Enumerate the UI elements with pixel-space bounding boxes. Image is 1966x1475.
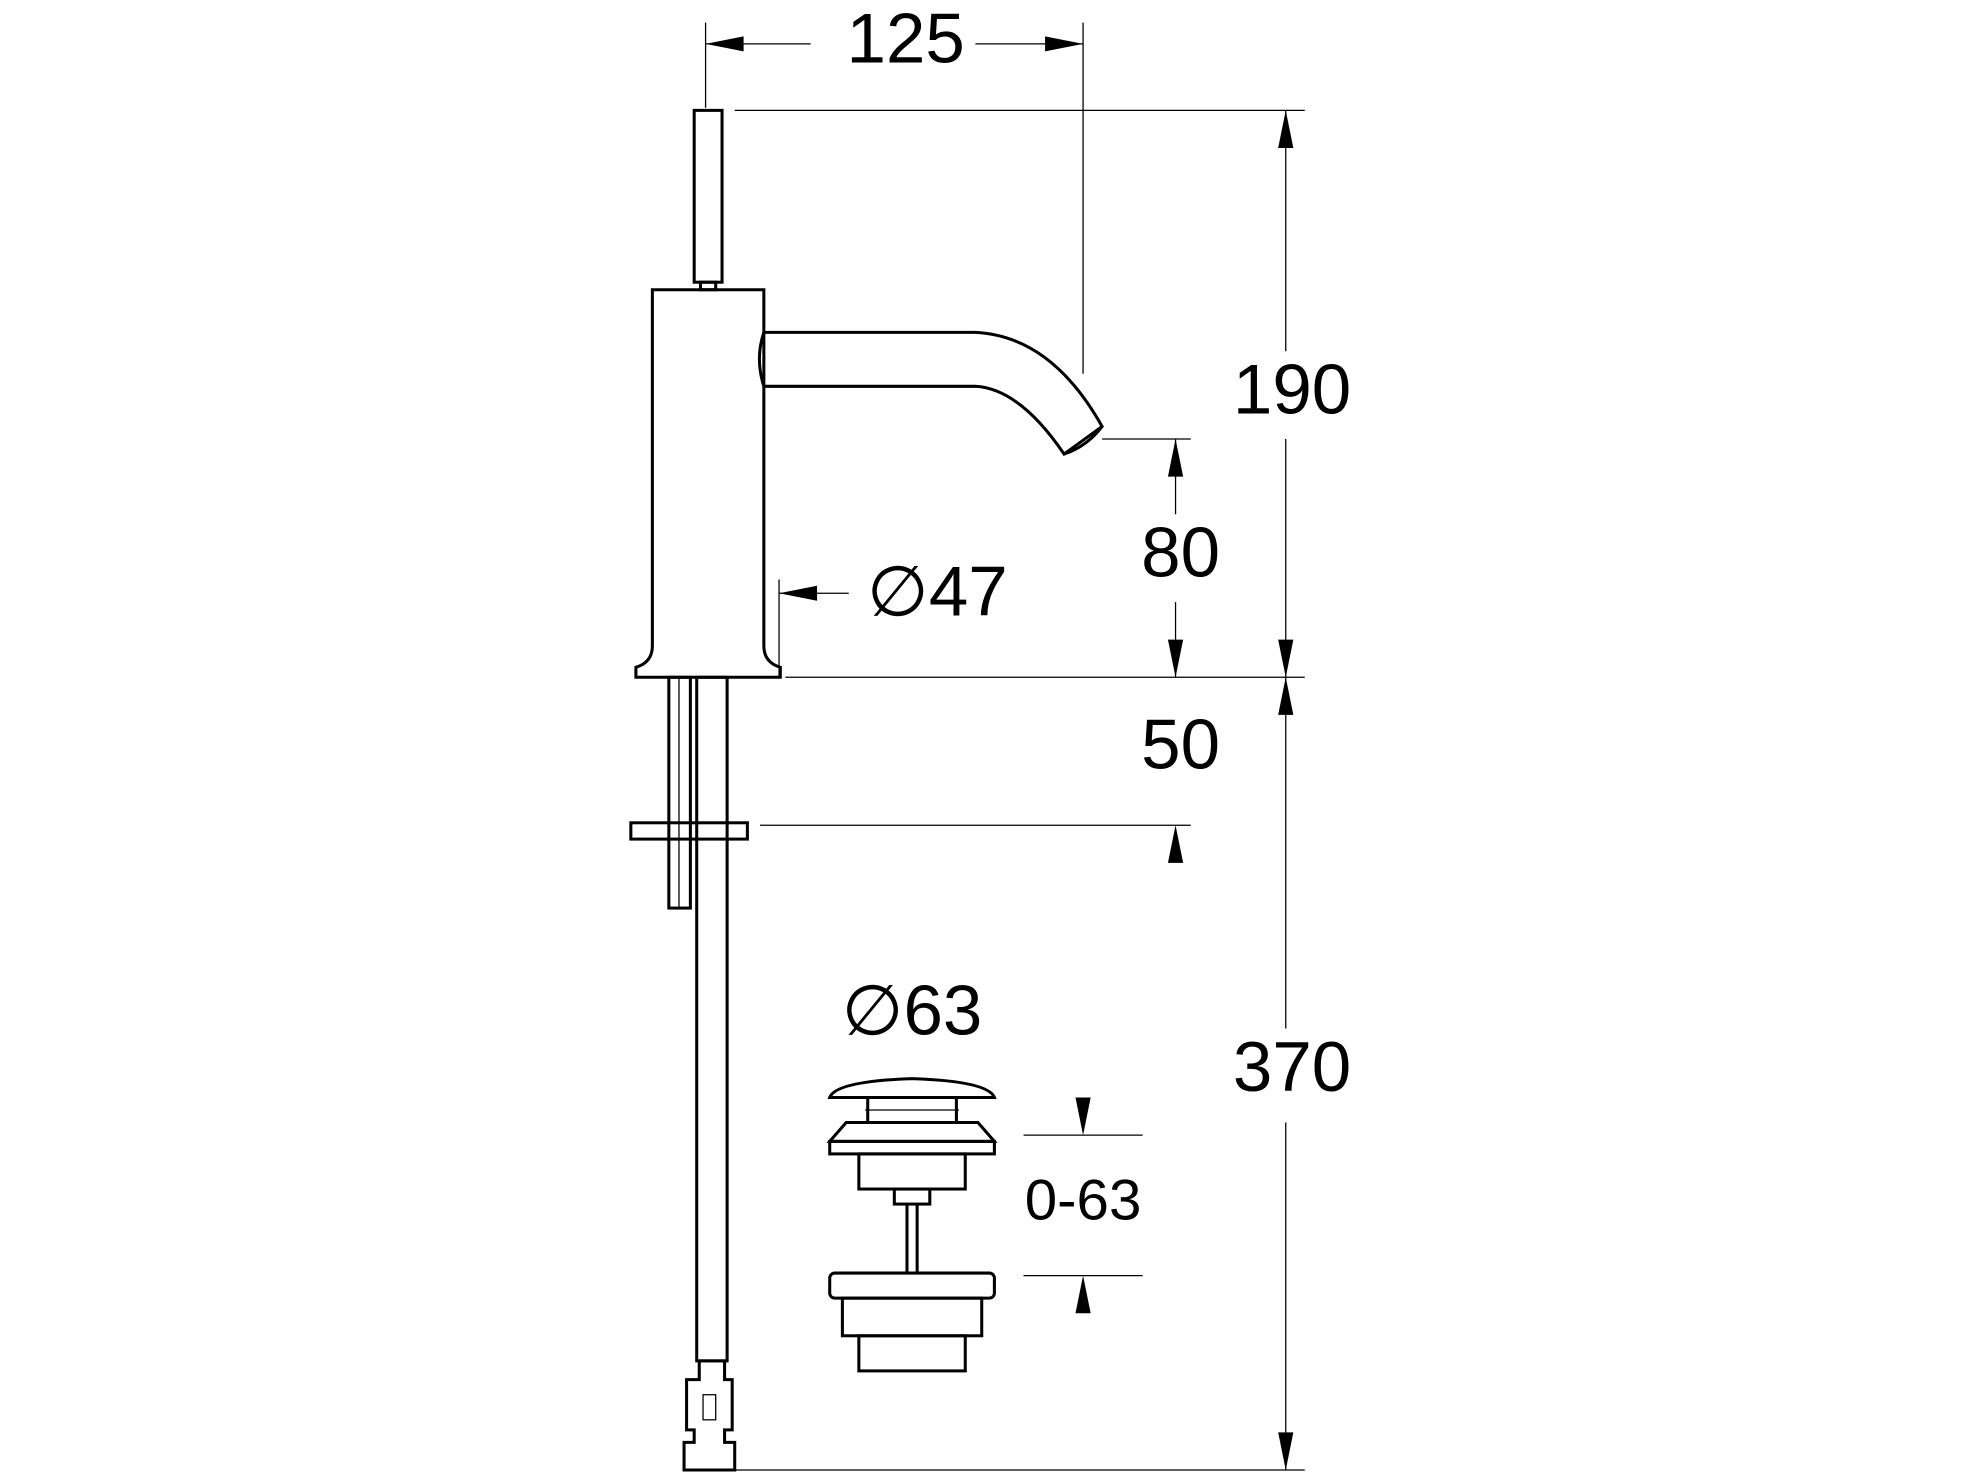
dim-body-diameter: ∅47 [867, 552, 1008, 631]
dim-mounting-thickness: 50 [1141, 705, 1220, 784]
spout-joint [757, 331, 766, 387]
dim-total-height: 190 [1233, 350, 1351, 429]
spout-aerator [1063, 425, 1104, 456]
dim-hose-length: 370 [1233, 1027, 1351, 1106]
popup-waste [826, 1077, 998, 1373]
dim-spout-reach: 125 [847, 0, 965, 77]
dimension-lines [704, 22, 1305, 1471]
spout [763, 330, 1105, 457]
lever-handle [692, 108, 724, 284]
faucet-body [629, 108, 1105, 1472]
dim-spout-height: 80 [1141, 513, 1220, 592]
dim-waste-stroke: 0-63 [1025, 1169, 1142, 1233]
hose-connector [682, 1359, 737, 1472]
body-cylinder [634, 288, 782, 679]
dim-waste-diameter: ∅63 [842, 971, 983, 1050]
supply-hose [695, 675, 729, 1363]
waste-cap [827, 1077, 997, 1099]
